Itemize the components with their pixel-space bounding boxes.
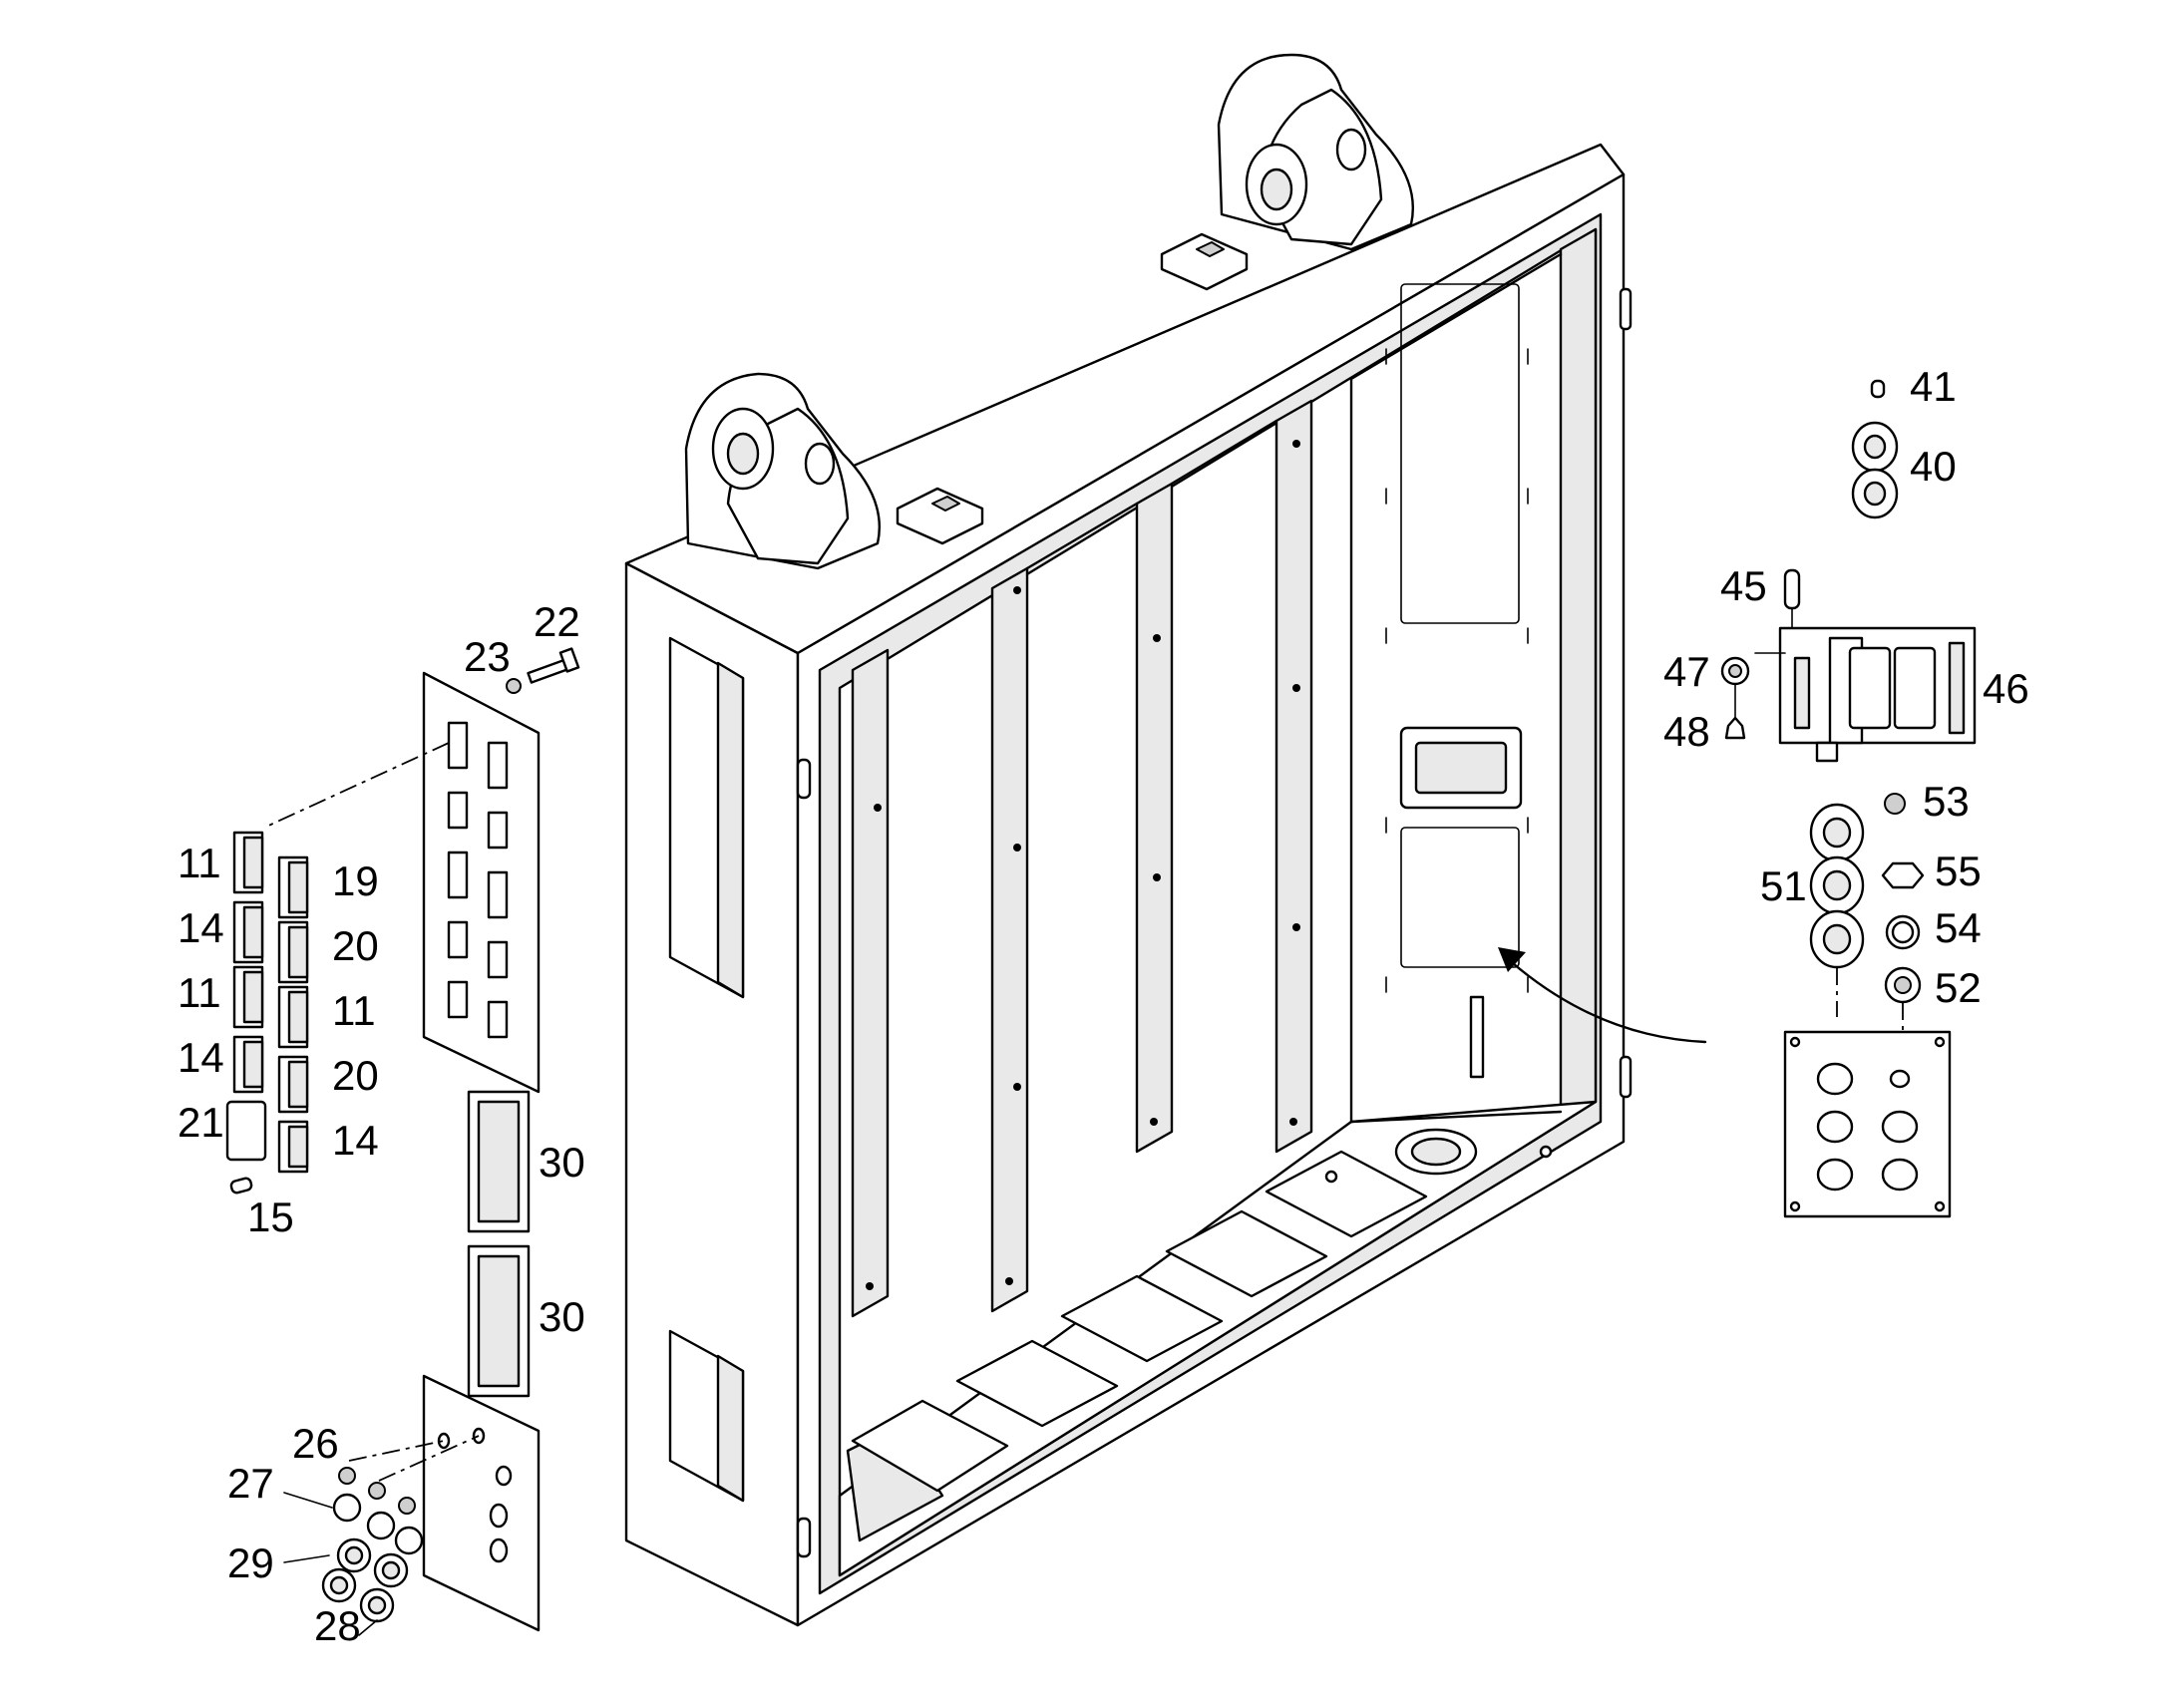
- callout-30: 30: [539, 1293, 585, 1340]
- nuts-and-washers-52-55: [1881, 793, 1925, 1037]
- connector-plate-upper: [263, 671, 541, 1094]
- callout-14: 14: [178, 1034, 224, 1081]
- callout-20: 20: [332, 1052, 379, 1099]
- callout-11: 11: [332, 987, 376, 1034]
- cable-glands-51: [1809, 803, 1865, 1017]
- callout-40: 40: [1910, 443, 1957, 490]
- callout-11: 11: [178, 840, 221, 886]
- callout-47: 47: [1663, 648, 1710, 695]
- lifting-eye-left: [684, 372, 984, 570]
- din-rails-30: [467, 1090, 531, 1398]
- leader-lines-left: [283, 1492, 378, 1636]
- side-openings: [668, 636, 745, 1503]
- cabinet-housing: [624, 143, 1633, 1627]
- callout-52: 52: [1935, 964, 1982, 1011]
- back-wall-cutouts: [1385, 283, 1529, 1079]
- gland-plate-right: [1783, 1030, 1952, 1218]
- callout-26: 26: [292, 1420, 339, 1467]
- callout-22: 22: [534, 598, 580, 645]
- mounting-rails: [851, 399, 1313, 1318]
- callout-51: 51: [1760, 862, 1807, 909]
- callout-14: 14: [178, 904, 224, 951]
- fuse-parts-40-41: [1851, 379, 1899, 519]
- parts-47-48: [1720, 656, 1750, 740]
- lifting-eye-right: [1160, 53, 1415, 291]
- terminal-blocks-left: [225, 831, 309, 1195]
- callout-46: 46: [1983, 665, 2029, 712]
- callout-23: 23: [464, 633, 511, 680]
- callout-45: 45: [1720, 562, 1767, 609]
- callout-41: 41: [1910, 363, 1957, 410]
- insertion-arrow: [1498, 947, 1707, 1044]
- callout-30: 30: [539, 1139, 585, 1186]
- door-hinges: [796, 287, 1633, 1558]
- callout-54: 54: [1935, 904, 1982, 951]
- callout-48: 48: [1663, 708, 1710, 755]
- callout-15: 15: [247, 1194, 294, 1240]
- callout-14: 14: [332, 1117, 379, 1164]
- gland-plate-lower: [348, 1374, 541, 1632]
- floor-plates: [846, 1128, 1553, 1542]
- callout-20: 20: [332, 922, 379, 969]
- callout-27: 27: [227, 1460, 274, 1507]
- callout-19: 19: [332, 857, 379, 904]
- callout-29: 29: [227, 1539, 274, 1586]
- cable-glands-left: [321, 1467, 424, 1623]
- callout-labels: 11 14 11 14 21 15 19 20 11 20 14 23 22 3…: [178, 363, 2029, 1649]
- screw-22-washer-23: [506, 647, 580, 694]
- callout-55: 55: [1935, 848, 1982, 894]
- callout-28: 28: [314, 1602, 361, 1649]
- relay-board-46: [1754, 568, 1977, 763]
- callout-21: 21: [178, 1099, 224, 1146]
- callout-11: 11: [178, 969, 221, 1016]
- callout-53: 53: [1923, 778, 1970, 825]
